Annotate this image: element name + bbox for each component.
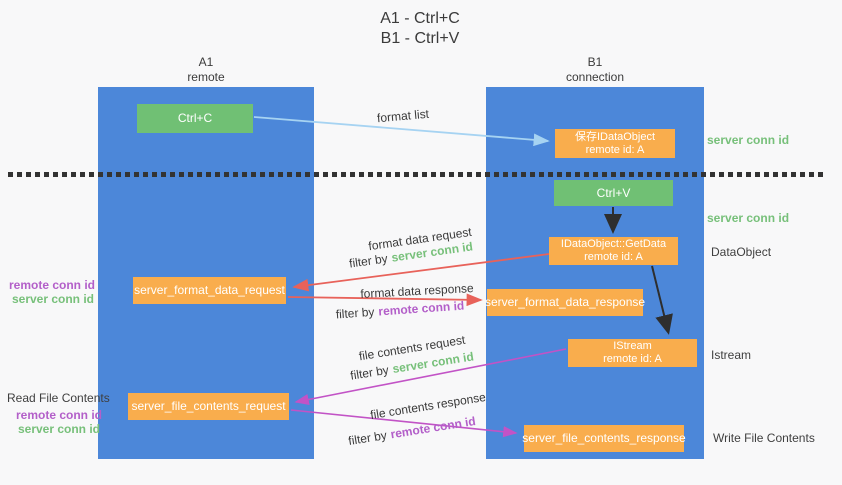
lifeline-b-name: B1	[587, 55, 603, 69]
remote-conn-id-annotation-bottom: remote conn id	[16, 408, 103, 422]
ctrl-c-label: Ctrl+C	[177, 111, 213, 125]
remote-conn-id-text: remote conn id	[377, 298, 465, 319]
title-line-2: B1 - Ctrl+V	[380, 30, 460, 47]
ctrl-v-label: Ctrl+V	[596, 185, 631, 200]
filter-by-text: filter by	[335, 304, 375, 322]
format-list-label: format list	[376, 106, 430, 126]
conn-id-annotation-group-bottom: remote conn id server conn id	[16, 408, 103, 436]
server-file-contents-request-label: server_file_contents_request	[131, 399, 286, 413]
save-idataobject-line2: remote id: A	[585, 143, 645, 156]
server-file-contents-response-node: server_file_contents_response	[522, 425, 686, 452]
istream-node: IStream remote id: A	[568, 339, 697, 367]
lifeline-a-name: A1	[198, 55, 214, 69]
lifeline-b-role: connection	[565, 70, 625, 84]
server-conn-id-annotation-mid: server conn id	[707, 211, 790, 225]
server-format-data-response-label: server_format_data_response	[484, 295, 646, 309]
istream-line1: IStream	[613, 340, 652, 352]
lifeline-b-header: B1 connection	[535, 55, 655, 85]
ctrl-c-node: Ctrl+C	[137, 104, 253, 133]
filter-by-text: filter by	[348, 251, 389, 271]
getdata-line2: remote id: A	[584, 251, 643, 263]
write-file-contents-annotation: Write File Contents	[713, 431, 815, 445]
remote-conn-id-annotation-top: remote conn id	[9, 278, 96, 292]
filter-by-text: filter by	[347, 428, 388, 448]
title-line-1: A1 - Ctrl+C	[380, 10, 460, 27]
lifeline-a-role: remote	[187, 70, 225, 84]
server-conn-id-annotation-left-bottom: server conn id	[17, 422, 100, 436]
save-idataobject-line1: 保存IDataObject	[574, 130, 656, 143]
remote-conn-id-text: remote conn id	[389, 414, 477, 442]
read-file-contents-annotation: Read File Contents	[7, 391, 110, 405]
page-title: A1 - Ctrl+C B1 - Ctrl+V	[300, 9, 540, 49]
server-conn-id-annotation-top: server conn id	[707, 133, 790, 147]
save-idataobject-node: 保存IDataObject remote id: A	[555, 129, 675, 158]
server-format-data-request-node: server_format_data_request	[133, 277, 286, 304]
ctrl-v-node: Ctrl+V	[554, 180, 673, 206]
istream-line2: remote id: A	[603, 353, 662, 365]
filter-by-text: filter by	[349, 362, 390, 383]
getdata-line1: IDataObject::GetData	[560, 238, 667, 250]
lifeline-a-header: A1 remote	[146, 55, 266, 85]
conn-id-annotation-group-top: remote conn id server conn id	[9, 278, 96, 306]
session-divider	[8, 172, 826, 177]
istream-annotation: Istream	[711, 348, 752, 362]
getdata-node: IDataObject::GetData remote id: A	[549, 237, 678, 265]
server-format-data-response-node: server_format_data_response	[484, 289, 646, 316]
server-conn-id-annotation-left-top: server conn id	[11, 292, 94, 306]
dataobject-annotation: DataObject	[711, 245, 772, 259]
server-format-data-request-label: server_format_data_request	[134, 283, 285, 297]
server-file-contents-response-label: server_file_contents_response	[522, 431, 686, 445]
server-file-contents-request-node: server_file_contents_request	[128, 393, 289, 420]
